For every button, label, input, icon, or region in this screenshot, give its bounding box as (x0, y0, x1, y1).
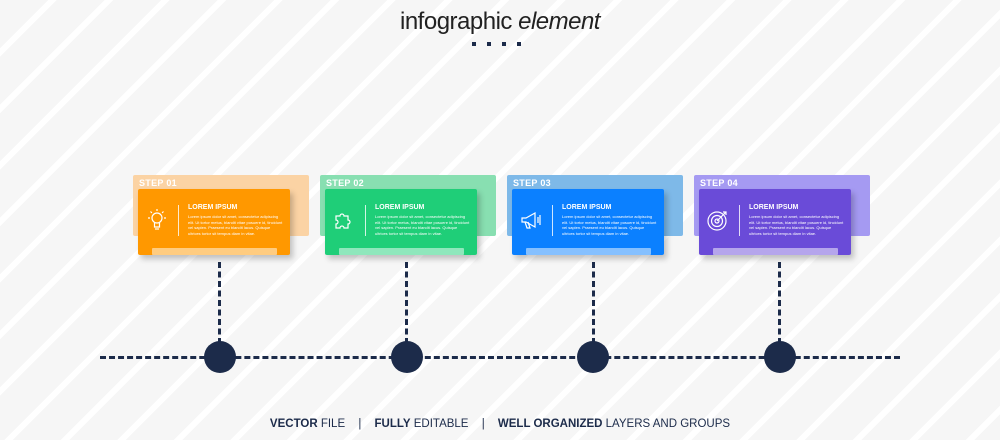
dot (472, 42, 476, 46)
step-01-bar (152, 248, 277, 255)
step-01-connector (218, 262, 221, 344)
step-02-bar (339, 248, 464, 255)
dot (517, 42, 521, 46)
step-01-card: STEP 01 LOREM IPSUM Lorem ipsum dolor si… (133, 175, 313, 265)
footer-separator: | (358, 418, 362, 430)
step-02-connector (405, 262, 408, 344)
step-03-label: STEP 03 (513, 178, 551, 188)
step-02-node (391, 341, 423, 373)
step-03-node (577, 341, 609, 373)
step-03-separator (552, 205, 553, 236)
footer-editable-bold: FULLY (374, 418, 411, 430)
step-02-card: STEP 02 LOREM IPSUM Lorem ipsum dolor si… (320, 175, 500, 265)
footer-separator: | (481, 418, 485, 430)
step-02-label: STEP 02 (326, 178, 364, 188)
step-01-front-panel (138, 189, 290, 255)
step-01-node (204, 341, 236, 373)
step-04-text: Lorem ipsum dolor sit amet, consectetur … (749, 214, 844, 236)
step-04-front-panel (699, 189, 851, 255)
lightbulb-icon (148, 209, 166, 230)
step-03-front-panel (512, 189, 664, 255)
step-01-heading: LOREM IPSUM (188, 204, 238, 211)
dot (487, 42, 491, 46)
step-02-heading: LOREM IPSUM (375, 204, 425, 211)
footer-organized-rest: LAYERS AND GROUPS (602, 418, 731, 430)
step-04-connector (778, 262, 781, 344)
step-04-label: STEP 04 (700, 178, 738, 188)
step-01-text: Lorem ipsum dolor sit amet, consectetur … (188, 214, 283, 236)
step-04-card: STEP 04 LOREM IPSUM Lorem ipsum dolor si… (694, 175, 874, 265)
step-04-separator (739, 205, 740, 236)
megaphone-icon (521, 211, 541, 229)
step-03-connector (592, 262, 595, 344)
footer-vector-bold: VECTOR (269, 418, 318, 430)
step-04-bar (713, 248, 838, 255)
title-dots (472, 42, 521, 46)
step-04-heading: LOREM IPSUM (749, 204, 799, 211)
title-main: infographic (400, 8, 512, 35)
footer-vector-rest: FILE (317, 418, 346, 430)
step-04-node (764, 341, 796, 373)
footer-organized-bold: WELL ORGANIZED (497, 418, 603, 430)
step-01-label: STEP 01 (139, 178, 177, 188)
dot (502, 42, 506, 46)
footer-caption: VECTOR FILE | FULLY EDITABLE | WELL ORGA… (0, 418, 1000, 430)
step-01-separator (178, 205, 179, 236)
target-icon (707, 211, 727, 231)
puzzle-icon (335, 213, 351, 229)
title-accent: element (518, 8, 600, 35)
step-03-bar (526, 248, 651, 255)
step-03-text: Lorem ipsum dolor sit amet, consectetur … (562, 214, 657, 236)
step-02-text: Lorem ipsum dolor sit amet, consectetur … (375, 214, 470, 236)
page-title: infographic element (0, 8, 1000, 36)
step-02-separator (365, 205, 366, 236)
step-03-heading: LOREM IPSUM (562, 204, 612, 211)
timeline-line (100, 356, 900, 359)
step-03-card: STEP 03 LOREM IPSUM Lorem ipsum dolor si… (507, 175, 687, 265)
footer-editable-rest: EDITABLE (410, 418, 469, 430)
